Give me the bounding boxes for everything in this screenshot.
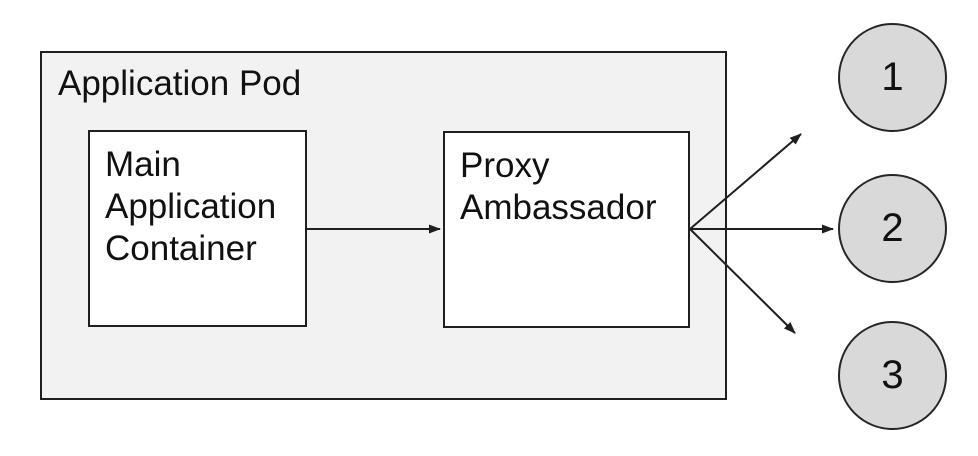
proxy-ambassador-label: Proxy Ambassador — [460, 146, 657, 227]
main-application-container-node: Main Application Container — [88, 130, 307, 327]
application-pod-group: Application Pod Main Application Contain… — [40, 51, 727, 400]
main-application-container-label: Main Application Container — [105, 145, 277, 268]
proxy-ambassador-node: Proxy Ambassador — [443, 131, 690, 328]
endpoint-2-label: 2 — [881, 206, 904, 250]
endpoint-node-3: 3 — [838, 321, 947, 430]
application-pod-label: Application Pod — [58, 64, 302, 103]
endpoint-node-1: 1 — [838, 23, 947, 132]
endpoint-node-2: 2 — [838, 174, 947, 283]
endpoint-1-label: 1 — [881, 55, 904, 99]
endpoint-3-label: 3 — [881, 353, 904, 397]
